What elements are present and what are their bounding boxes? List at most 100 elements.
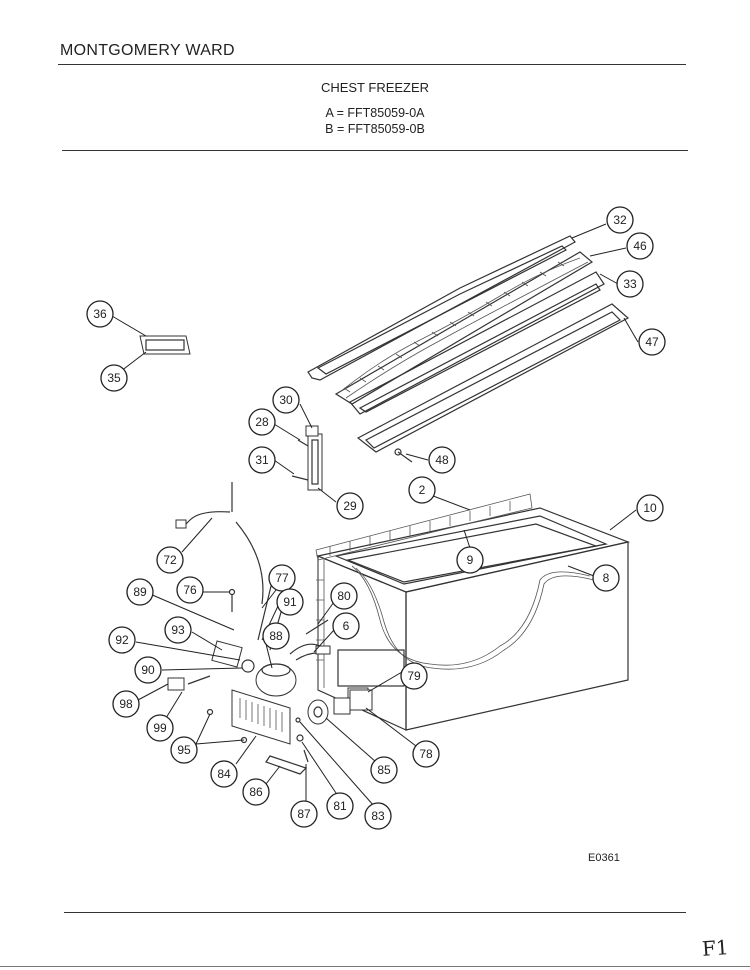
footer-rule	[64, 912, 686, 913]
callout-33: 33	[616, 270, 644, 298]
callout-72: 72	[156, 546, 184, 574]
terminal-98-99	[167, 675, 211, 691]
svg-text:79: 79	[407, 669, 421, 683]
svg-text:86: 86	[249, 785, 263, 799]
callout-86: 86	[242, 778, 270, 806]
svg-text:30: 30	[279, 393, 293, 407]
handwritten-mark: F1	[701, 935, 730, 961]
callout-93: 93	[164, 616, 192, 644]
callout-78: 78	[412, 740, 440, 768]
svg-text:91: 91	[283, 595, 297, 609]
callout-6: 6	[332, 612, 360, 640]
screw-48	[394, 448, 413, 463]
svg-text:46: 46	[633, 239, 647, 253]
bracket-86	[265, 755, 308, 775]
callout-31: 31	[248, 446, 276, 474]
fasteners-81-87-83	[295, 717, 309, 763]
svg-text:99: 99	[153, 721, 167, 735]
lid-panel-33	[349, 271, 605, 415]
callout-46: 46	[626, 232, 654, 260]
svg-text:48: 48	[435, 453, 449, 467]
lid-gasket-47	[356, 303, 630, 453]
compressor-88	[255, 643, 327, 697]
callout-98: 98	[112, 690, 140, 718]
leader-lines	[111, 223, 639, 807]
svg-text:76: 76	[183, 583, 197, 597]
callout-95: 95	[170, 736, 198, 764]
callout-88: 88	[262, 622, 290, 650]
document-title: CHEST FREEZER	[320, 80, 430, 95]
svg-text:47: 47	[645, 335, 659, 349]
callout-32: 32	[606, 206, 634, 234]
callout-47: 47	[638, 328, 666, 356]
gasket-8	[351, 565, 595, 670]
overload-90-92	[241, 659, 255, 673]
svg-text:85: 85	[377, 763, 391, 777]
callout-10: 10	[636, 494, 664, 522]
diagram-code: E0361	[588, 852, 620, 864]
brand-name: MONTGOMERY WARD	[60, 42, 235, 59]
callout-2: 2	[408, 476, 436, 504]
callout-35: 35	[100, 364, 128, 392]
svg-text:81: 81	[333, 799, 347, 813]
svg-text:93: 93	[171, 623, 185, 637]
title-rule	[62, 150, 688, 151]
access-cover-84	[231, 689, 291, 745]
callout-79: 79	[400, 662, 428, 690]
bottom-edge-rule	[0, 966, 750, 967]
svg-text:31: 31	[255, 453, 269, 467]
callout-29: 29	[336, 492, 364, 520]
svg-text:87: 87	[297, 807, 311, 821]
callout-28: 28	[248, 408, 276, 436]
svg-text:9: 9	[467, 553, 474, 567]
svg-text:92: 92	[115, 633, 129, 647]
callout-36: 36	[86, 300, 114, 328]
model-a: A = FFT85059-0A	[325, 106, 425, 120]
liner-9	[345, 523, 599, 583]
svg-text:77: 77	[275, 571, 289, 585]
svg-text:84: 84	[217, 767, 231, 781]
callout-99: 99	[146, 714, 174, 742]
callout-8: 8	[592, 564, 620, 592]
callout-30: 30	[272, 386, 300, 414]
lid-frame-32	[307, 235, 576, 381]
callout-87: 87	[290, 800, 318, 828]
callout-90: 90	[134, 656, 162, 684]
callout-81: 81	[326, 792, 354, 820]
svg-text:33: 33	[623, 277, 637, 291]
callout-80: 80	[330, 582, 358, 610]
callout-85: 85	[370, 756, 398, 784]
hinge-assembly	[291, 425, 323, 491]
callout-77: 77	[268, 564, 296, 592]
relay-93	[211, 640, 243, 668]
lid-liner-46	[334, 251, 594, 405]
callout-76: 76	[176, 576, 204, 604]
svg-text:2: 2	[419, 483, 426, 497]
svg-text:32: 32	[613, 213, 627, 227]
lid-handle-35-36	[139, 335, 191, 355]
callout-83: 83	[364, 802, 392, 830]
svg-text:80: 80	[337, 589, 351, 603]
svg-text:95: 95	[177, 743, 191, 757]
callout-84: 84	[210, 760, 238, 788]
header-rule	[58, 64, 686, 65]
svg-text:29: 29	[343, 499, 357, 513]
svg-text:83: 83	[371, 809, 385, 823]
svg-text:98: 98	[119, 697, 133, 711]
callout-92: 92	[108, 626, 136, 654]
svg-text:78: 78	[419, 747, 433, 761]
svg-text:36: 36	[93, 307, 107, 321]
power-cord-72	[175, 482, 264, 605]
svg-text:28: 28	[255, 415, 269, 429]
cord-strain-76	[228, 588, 236, 612]
callout-89: 89	[126, 578, 154, 606]
svg-text:8: 8	[603, 571, 610, 585]
svg-text:10: 10	[643, 501, 657, 515]
callout-9: 9	[456, 546, 484, 574]
svg-text:89: 89	[133, 585, 147, 599]
thermostat-85-78	[307, 689, 373, 725]
callout-91: 91	[276, 588, 304, 616]
svg-text:35: 35	[107, 371, 121, 385]
svg-text:72: 72	[163, 553, 177, 567]
